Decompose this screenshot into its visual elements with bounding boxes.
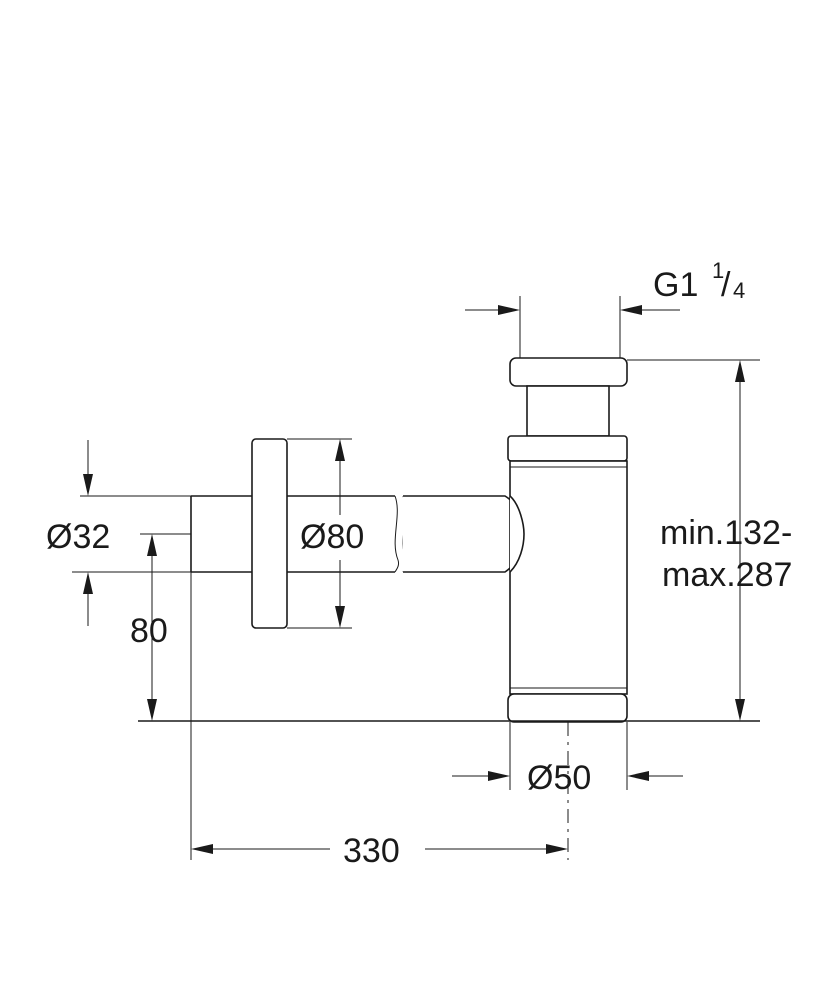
dim-rosette-diameter: Ø80 [287, 438, 364, 629]
height-min-label: min.132- [660, 514, 792, 552]
pipe-break-mark [394, 495, 400, 573]
dim-outlet-diameter: Ø32 [46, 440, 191, 626]
wall-rosette [251, 438, 288, 629]
rosette-diameter-label: Ø80 [300, 518, 364, 556]
thread-fraction-num: 1 [712, 258, 724, 283]
dim-projection: 330 [190, 572, 568, 870]
body-diameter-label: Ø50 [527, 759, 591, 797]
top-cap-nut [509, 357, 628, 387]
dim-outlet-height: 80 [130, 533, 191, 721]
tailpiece [526, 385, 610, 437]
outlet-pipe-left [190, 495, 395, 573]
thread-fraction-slash: / [721, 266, 731, 304]
outlet-height-label: 80 [130, 612, 168, 650]
thread-label: G1 [653, 266, 698, 304]
dim-thread: G1 1 / 4 [465, 258, 745, 358]
projection-label: 330 [343, 832, 400, 870]
thread-fraction-den: 4 [733, 278, 745, 303]
bottom-cap [507, 693, 628, 723]
body-pipe-joint [509, 495, 525, 573]
height-max-label: max.287 [662, 556, 792, 594]
siphon-body [509, 460, 628, 695]
upper-collar [507, 435, 628, 462]
siphon-outline [190, 357, 628, 723]
outlet-diameter-label: Ø32 [46, 518, 110, 556]
dim-height: min.132- max.287 [627, 359, 792, 721]
dim-body-diameter: Ø50 [452, 722, 683, 797]
outlet-pipe-right [403, 495, 525, 573]
